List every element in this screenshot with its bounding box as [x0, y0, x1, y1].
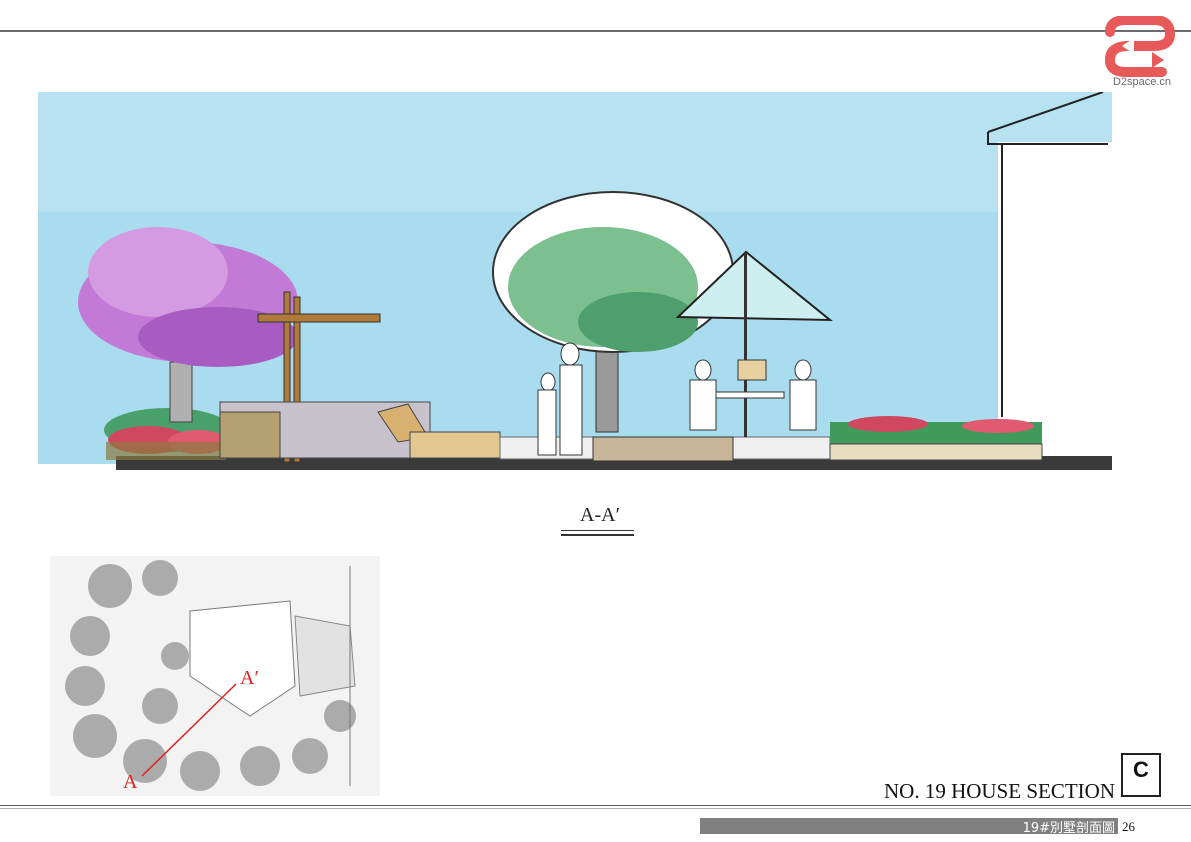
wooden-bench	[592, 436, 734, 462]
left-shrubs	[104, 408, 232, 460]
logo-text: D2space.cn	[1112, 76, 1172, 88]
page-number: 26	[1122, 819, 1135, 834]
title-underline	[561, 530, 634, 531]
marker-start: A	[123, 771, 138, 793]
bottom-rule	[0, 805, 1191, 806]
right-planter	[829, 416, 1043, 461]
umbrella-table	[675, 250, 833, 437]
footer-bar	[700, 818, 1118, 834]
footer-label: 19#別墅剖面圖	[1022, 821, 1115, 836]
purple-tree	[78, 227, 298, 423]
title-underline-double	[561, 534, 634, 536]
stone-wall	[219, 401, 501, 459]
sheet-letter-box	[1121, 753, 1161, 797]
pergola	[257, 291, 381, 463]
section-title: A-A′	[580, 504, 620, 526]
key-plan: A A′	[50, 556, 380, 796]
top-rule	[0, 30, 1191, 32]
house-section-title: NO. 19 HOUSE SECTION	[884, 779, 1115, 803]
sheet-letter: C	[1133, 757, 1149, 782]
d2space-logo	[1100, 15, 1180, 96]
house-wall	[998, 142, 1112, 462]
section-drawing	[38, 91, 1112, 482]
marker-end: A′	[240, 667, 259, 689]
section-cut-line	[141, 683, 237, 777]
people-standing	[537, 342, 583, 456]
bottom-rule-light	[0, 808, 1191, 809]
green-tree	[492, 191, 734, 433]
